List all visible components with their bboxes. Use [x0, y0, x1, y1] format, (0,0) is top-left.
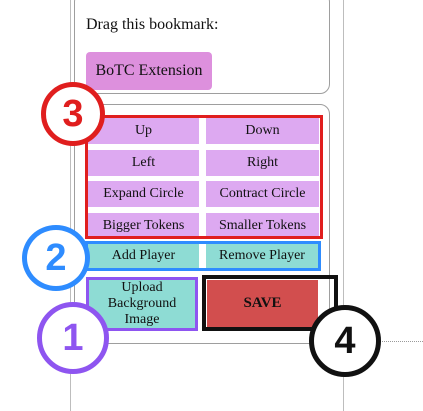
right-button[interactable]: Right — [206, 150, 319, 176]
page-border-left — [70, 0, 71, 411]
contract-circle-button[interactable]: Contract Circle — [206, 181, 319, 207]
highlight-box-movement — [85, 115, 323, 239]
up-button[interactable]: Up — [88, 118, 199, 144]
save-button[interactable]: SAVE — [207, 280, 318, 327]
page-border-right — [343, 0, 344, 411]
highlight-box-save — [202, 275, 338, 331]
remove-player-button[interactable]: Remove Player — [206, 244, 318, 268]
callout-3: 3 — [41, 82, 105, 146]
down-button[interactable]: Down — [206, 118, 319, 144]
add-player-button[interactable]: Add Player — [88, 244, 199, 268]
bookmark-instruction: Drag this bookmark: — [86, 16, 219, 33]
left-button[interactable]: Left — [88, 150, 199, 176]
highlight-box-players — [85, 241, 321, 271]
callout-4: 4 — [309, 305, 381, 377]
callout-1: 1 — [37, 302, 109, 374]
expand-circle-button[interactable]: Expand Circle — [88, 181, 199, 207]
highlight-box-upload — [86, 277, 198, 331]
smaller-tokens-button[interactable]: Smaller Tokens — [206, 213, 319, 239]
bigger-tokens-button[interactable]: Bigger Tokens — [88, 213, 199, 239]
bookmark-link-button[interactable]: BoTC Extension — [86, 52, 212, 90]
callout-2: 2 — [22, 225, 90, 291]
dotted-divider — [343, 341, 423, 342]
bookmark-panel: Drag this bookmark: BoTC Extension — [74, 0, 330, 94]
upload-background-button[interactable]: Upload Background Image — [89, 280, 195, 328]
